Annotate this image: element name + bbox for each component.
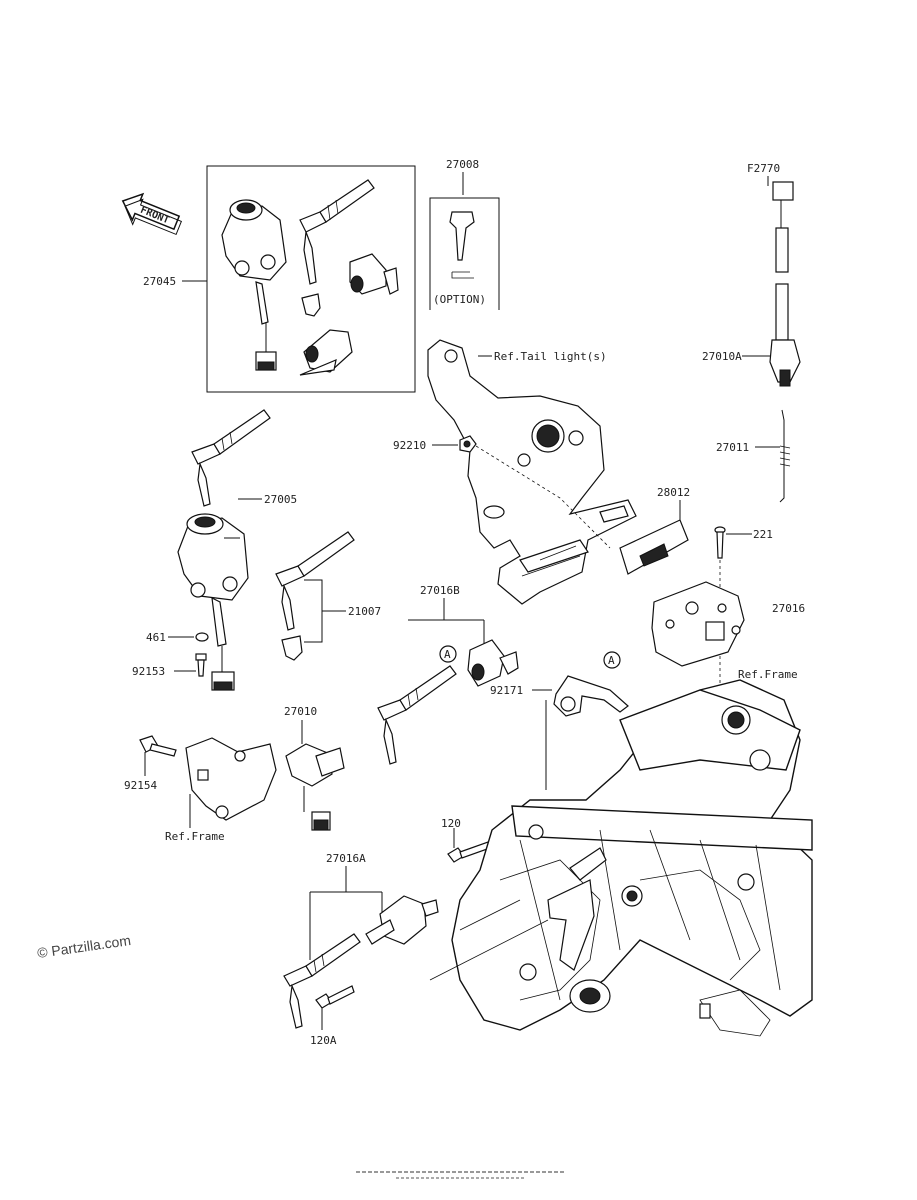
key-27016a-part (283, 933, 361, 1029)
marker-a-left: A (439, 645, 457, 663)
label-221: 221 (753, 528, 773, 541)
seat-lock-part (349, 253, 399, 295)
label-92171: 92171 (490, 684, 523, 697)
label-120a: 120A (310, 1034, 337, 1047)
label-92210: 92210 (393, 439, 426, 452)
helmet-lock-part (299, 329, 353, 376)
lock-bracket-27016 (651, 581, 745, 667)
label-27010: 27010 (284, 705, 317, 718)
option-label: (OPTION) (433, 293, 486, 306)
frame-bracket-left (185, 737, 277, 821)
footer-fineprint (356, 1171, 564, 1179)
label-ref-frame-left: Ref.Frame (165, 830, 225, 843)
label-21007: 21007 (348, 605, 381, 618)
label-27016b: 27016B (420, 584, 460, 597)
main-frame (429, 679, 813, 1037)
bolt-92154-part (139, 735, 177, 757)
cap-part (301, 293, 321, 317)
lock-27016b-part (467, 639, 519, 687)
screw-221-part (714, 526, 726, 559)
ignition-switch-part (221, 199, 287, 371)
label-27016: 27016 (772, 602, 805, 615)
bracket-27016a (309, 866, 383, 960)
bolt-92153-part (195, 653, 207, 677)
bolt-120a-part (315, 985, 355, 1009)
label-461: 461 (146, 631, 166, 644)
bracket-92171-part (553, 675, 629, 717)
washer-461-part (195, 632, 209, 642)
lock-27016a-part (365, 895, 439, 945)
label-27005: 27005 (264, 493, 297, 506)
option-key-part (449, 211, 475, 279)
bracket-27016b (408, 598, 485, 644)
label-92153: 92153 (132, 665, 165, 678)
label-27016a: 27016A (326, 852, 366, 865)
label-92154: 92154 (124, 779, 157, 792)
ignition-switch-standalone (177, 513, 249, 691)
label-27045: 27045 (143, 275, 176, 288)
option-bracket (429, 197, 500, 210)
label-27011: 27011 (716, 441, 749, 454)
label-28012: 28012 (657, 486, 690, 499)
label-120: 120 (441, 817, 461, 830)
reflector-part (619, 519, 689, 575)
sensor-connector-part (769, 181, 801, 387)
key-27005-part (191, 409, 271, 507)
key-27016b-part (377, 665, 457, 765)
tail-light-bracket (427, 339, 637, 605)
key-21007-part (275, 531, 355, 661)
nut-part (459, 435, 477, 453)
label-27010a: 27010A (702, 350, 742, 363)
label-27008: 27008 (446, 158, 479, 171)
spring-part (779, 409, 791, 503)
key-part (299, 179, 375, 285)
ignition-set-box (206, 165, 416, 393)
label-f2770: F2770 (747, 162, 780, 175)
marker-a-right: A (603, 651, 621, 669)
front-arrow-icon: FRONT (121, 192, 183, 236)
switch-27010-part (285, 743, 345, 831)
label-ref-tail-light: Ref.Tail light(s) (494, 350, 607, 363)
label-ref-frame-right: Ref.Frame (738, 668, 798, 681)
watermark: © Partzilla.com (36, 932, 132, 961)
marker-a-right-text: A (608, 654, 615, 667)
marker-a-left-text: A (444, 648, 451, 661)
bracket-21007 (304, 579, 346, 643)
